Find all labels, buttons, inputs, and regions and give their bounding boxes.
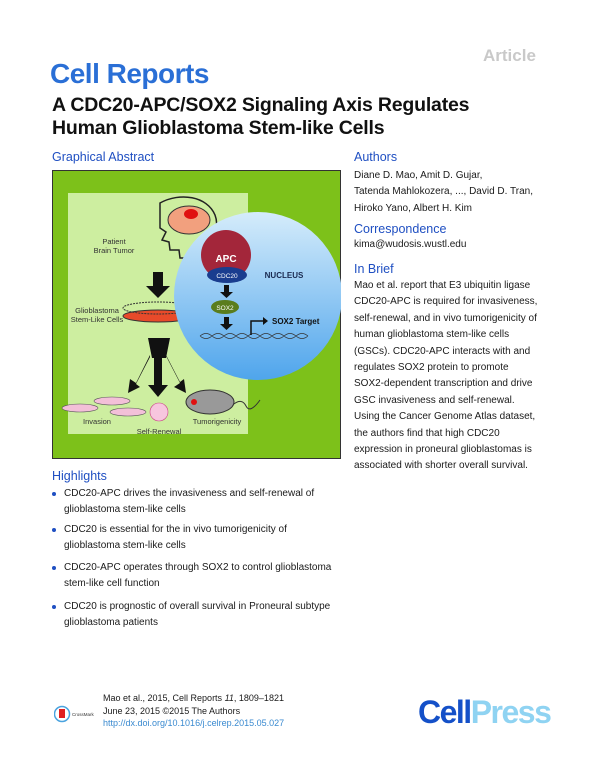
arrow-down-icon — [220, 317, 233, 330]
svg-text:CrossMark: CrossMark — [72, 712, 95, 717]
in-brief-line: regulates SOX2 protein to promote — [354, 362, 509, 374]
in-brief-line: GSC invasiveness and self-renewal. — [354, 394, 515, 406]
authors-line: Hiroko Yano, Albert H. Kim — [354, 202, 473, 214]
doi-link[interactable]: http://dx.doi.org/10.1016/j.celrep.2015.… — [103, 718, 285, 728]
authors-line: Tatenda Mahlokozera, ..., David D. Tran, — [354, 186, 533, 198]
glioblastoma-label: Glioblastoma — [75, 306, 120, 315]
stem-like-cells-label: Stem-Like Cells — [71, 315, 124, 324]
in-brief-line: Mao et al. report that E3 ubiquitin liga… — [354, 280, 531, 291]
sox2-protein — [211, 300, 239, 314]
tumorigenicity-label: Tumorigenicity — [193, 417, 242, 426]
authors-line: Diane D. Mao, Amit D. Gujar, — [354, 170, 483, 181]
self-renewal-sphere-icon — [149, 402, 169, 422]
paper-title-line-2: Human Glioblastoma Stem-like Cells — [52, 117, 385, 139]
in-brief-line: expression in proneural glioblastomas is — [354, 444, 532, 456]
sox2-target-label: SOX2 Target — [272, 317, 320, 326]
bullet-icon — [52, 492, 56, 496]
arrow-down-icon — [220, 285, 233, 298]
crossmark-logo[interactable]: CrossMark — [53, 705, 100, 728]
in-brief-line: associated with shorter overall survival… — [354, 460, 528, 472]
self-renewal-label: Self-Renewal — [137, 427, 182, 436]
bullet-icon — [52, 566, 56, 570]
mouse-icon — [185, 389, 261, 415]
in-brief-line: SOX2-dependent transcription and drive — [354, 378, 533, 390]
dna-strand — [199, 333, 309, 339]
in-brief-line: Using the Cancer Genome Atlas dataset, — [354, 411, 536, 423]
apc-label: APC — [215, 254, 236, 265]
bullet-icon — [52, 605, 56, 609]
nucleus-circle — [174, 212, 341, 380]
in-brief-heading: In Brief — [354, 262, 394, 276]
in-brief-line: CDC20-APC is required for invasiveness, — [354, 296, 538, 308]
in-brief-line: self-renewal, and in vivo tumorigenicity… — [354, 312, 537, 324]
tumor-mark — [184, 209, 198, 219]
invasion-cells-icon — [61, 396, 147, 417]
patient-head-icon — [159, 196, 218, 259]
highlight-item: CDC20-APC drives the invasiveness and se… — [52, 486, 314, 518]
cellpress-logo: CellPress — [418, 694, 552, 730]
sox2-label: SOX2 — [216, 305, 234, 312]
paper-title-line-1: A CDC20-APC/SOX2 Signaling Axis Regulate… — [52, 94, 470, 116]
arrow-down-icon — [146, 272, 170, 298]
branching-arrows-icon — [128, 338, 186, 397]
highlights-heading: Highlights — [52, 469, 107, 483]
cdc20-label: CDC20 — [216, 273, 238, 280]
authors-list: Diane D. Mao, Amit D. Gujar, Tatenda Mah… — [354, 168, 533, 217]
citation-footer: Mao et al., 2015, Cell Reports 11, 1809–… — [103, 692, 284, 730]
in-brief-text: Mao et al. report that E3 ubiquitin liga… — [354, 278, 537, 475]
invasion-label: Invasion — [83, 417, 111, 426]
correspondence-heading: Correspondence — [354, 222, 447, 236]
correspondence-email[interactable]: kima@wudosis.wustl.edu — [354, 239, 467, 250]
authors-heading: Authors — [354, 150, 398, 164]
patient-label: Patient — [102, 237, 126, 246]
graphical-abstract-figure: Patient Brain Tumor Glioblastoma Stem-Li… — [52, 170, 341, 459]
brain-tumor-label: Brain Tumor — [94, 246, 135, 255]
nucleus-label: NUCLEUS — [265, 271, 304, 280]
cdc20-protein — [207, 267, 247, 283]
date-copyright-line: June 23, 2015 ©2015 The Authors — [103, 705, 241, 716]
in-brief-line: the authors find that high CDC20 — [354, 427, 500, 439]
in-brief-line: (GSCs). CDC20-APC interacts with and — [354, 345, 531, 357]
citation-line: Mao et al., 2015, Cell Reports 11, 1809–… — [103, 693, 284, 703]
graphical-abstract-heading: Graphical Abstract — [52, 150, 155, 164]
apc-complex — [201, 230, 251, 280]
bullet-icon — [52, 528, 56, 532]
highlight-item: CDC20 is prognostic of overall survival … — [52, 599, 330, 631]
article-type-label: Article — [483, 46, 536, 65]
transcription-arrow-icon — [250, 320, 263, 335]
crossmark-icon: CrossMark — [53, 705, 95, 723]
journal-name: Cell Reports — [50, 58, 209, 89]
in-brief-line: human glioblastoma stem-like cells — [354, 329, 510, 341]
highlight-item: CDC20 is essential for the in vivo tumor… — [52, 522, 287, 554]
highlight-item: CDC20-APC operates through SOX2 to contr… — [52, 560, 331, 592]
